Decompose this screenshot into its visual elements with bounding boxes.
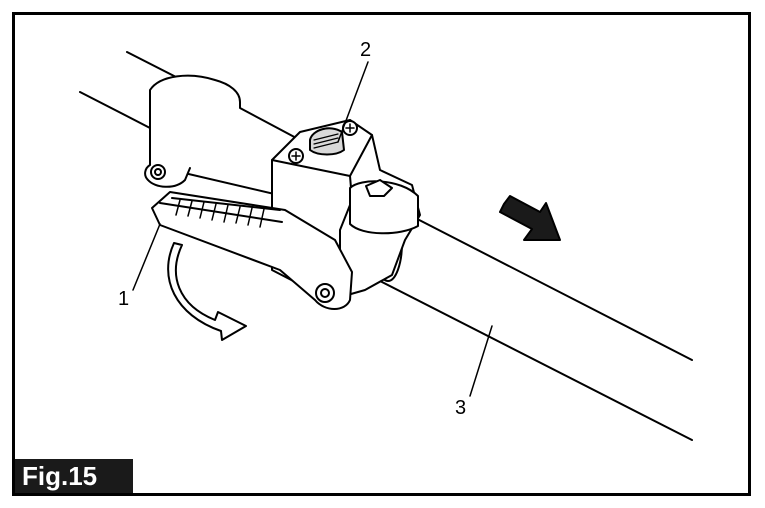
lever-grip-ridges	[175, 199, 265, 228]
direction-mark-icon	[365, 179, 393, 197]
grip-tube	[144, 74, 301, 201]
release-lever	[151, 191, 353, 310]
callout-label-1: 1	[118, 288, 130, 310]
pull-direction-arrow-icon	[499, 195, 561, 241]
figure-label: Fig.15	[15, 459, 133, 493]
callout-label-2: 2	[360, 39, 372, 61]
callout-label-3: 3	[455, 397, 467, 419]
rotate-lever-arrow-icon	[167, 242, 247, 341]
callout-leaders	[132, 61, 493, 397]
